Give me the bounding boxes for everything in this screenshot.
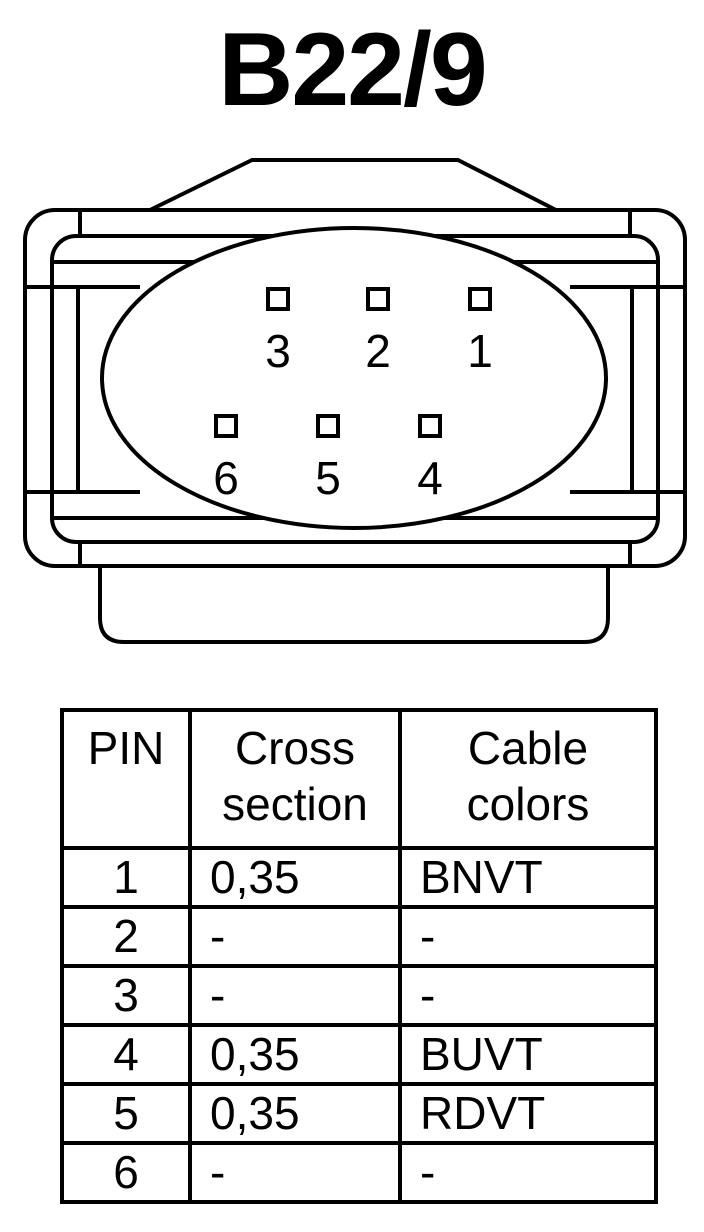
connector-top-tab (149, 158, 557, 212)
cell-cross-section: 0,35 (188, 1023, 402, 1086)
pin-field-oval (100, 226, 608, 530)
table-row: 1 0,35 BNVT (60, 846, 658, 909)
header-cable-colors-line: colors (466, 778, 590, 830)
cell-cable-color: BUVT (398, 1023, 658, 1086)
table-row: 6 - - (60, 1141, 658, 1204)
table-row: 3 - - (60, 964, 658, 1027)
pin-contact-icon (214, 414, 238, 438)
cell-pin: 4 (60, 1023, 192, 1086)
cell-cross-section: 0,35 (188, 1082, 402, 1145)
cell-pin: 1 (60, 846, 192, 909)
pin-table: PIN Cross section Cable colors 1 0,35 BN… (60, 708, 658, 1204)
cell-cable-color: - (398, 905, 658, 968)
table-row: 5 0,35 RDVT (60, 1082, 658, 1145)
connector-bottom-latch (98, 566, 610, 644)
cell-cross-section: - (188, 964, 402, 1027)
pin-label: 5 (315, 452, 341, 504)
table-row: 4 0,35 BUVT (60, 1023, 658, 1086)
header-cross-section-line: Cross (234, 722, 356, 774)
pin-contact-icon (366, 287, 390, 311)
cell-cable-color: BNVT (398, 846, 658, 909)
pin-contact-icon (468, 287, 492, 311)
connector-drawing: 3 2 1 6 5 4 (23, 158, 687, 644)
pin-label: 1 (467, 325, 493, 377)
cell-pin: 6 (60, 1141, 192, 1204)
cell-cable-color: - (398, 964, 658, 1027)
pin-label: 3 (265, 325, 291, 377)
pin-group: 3 2 1 6 5 4 (213, 287, 493, 504)
cell-cable-color: RDVT (398, 1082, 658, 1145)
header-cable-colors: Cable colors (398, 708, 658, 850)
pin-contact-icon (418, 414, 442, 438)
connector-title: B22/9 (218, 12, 488, 128)
header-pin: PIN (60, 708, 192, 850)
header-cable-colors-line: Cable (467, 722, 589, 774)
pin-contact-icon (266, 287, 290, 311)
pin-label: 6 (213, 452, 239, 504)
table-row: 2 - - (60, 905, 658, 968)
connector-outer-housing (23, 208, 687, 568)
cell-cross-section: - (188, 905, 402, 968)
cell-cross-section: 0,35 (188, 846, 402, 909)
pin-label: 2 (365, 325, 391, 377)
pin-label: 4 (417, 452, 443, 504)
pin-contact-icon (316, 414, 340, 438)
cell-cross-section: - (188, 1141, 402, 1204)
header-cross-section: Cross section (188, 708, 402, 850)
table-header-row: PIN Cross section Cable colors (60, 708, 658, 850)
cell-pin: 5 (60, 1082, 192, 1145)
cell-pin: 2 (60, 905, 192, 968)
header-cross-section-line: section (222, 778, 368, 830)
cell-pin: 3 (60, 964, 192, 1027)
cell-cable-color: - (398, 1141, 658, 1204)
